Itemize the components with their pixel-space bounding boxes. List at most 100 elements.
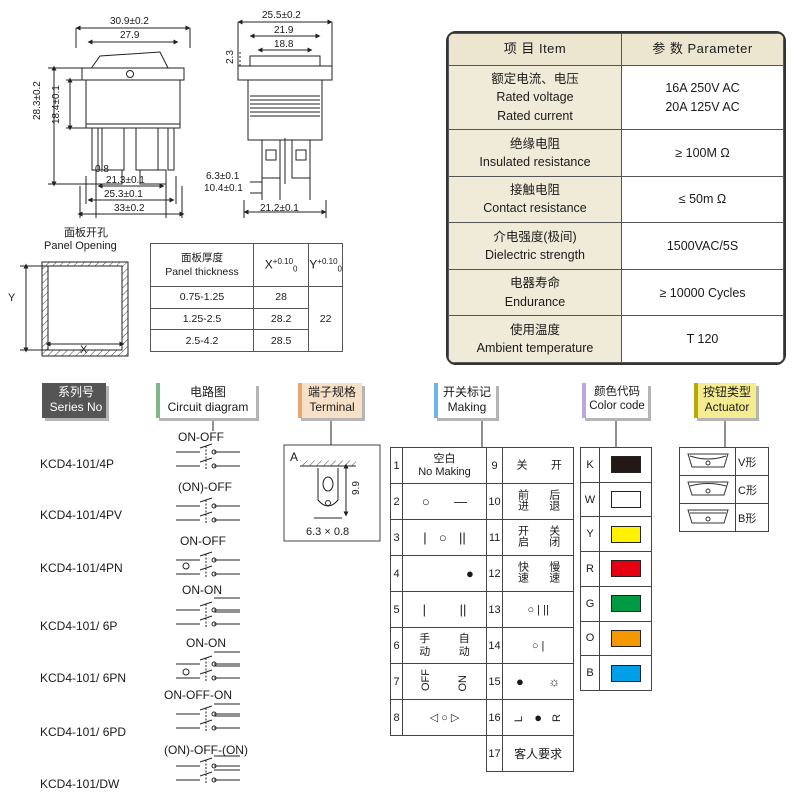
param-label-en: Endurance <box>504 294 566 309</box>
color-code: K <box>580 447 600 483</box>
category-terminal: 端子规格 Terminal <box>298 383 362 418</box>
color-swatch <box>610 629 641 647</box>
series-model: KCD4-101/ 6P <box>40 619 118 633</box>
category-terminal-en: Terminal <box>309 400 355 414</box>
panel-opening-x-label: X <box>80 344 88 356</box>
color-cell <box>599 481 652 518</box>
dim-terminal-span: 10.4±0.1 <box>204 183 243 194</box>
actuator-label: V形 <box>735 447 769 476</box>
panel-opening-title-cn: 面板开孔 <box>64 227 108 239</box>
series-model: KCD4-101/4PN <box>40 561 123 575</box>
y-tol0: 0 <box>337 264 342 274</box>
making-blank-cn: 空白 <box>433 452 456 465</box>
dim-side-width-mid: 21.9 <box>274 25 294 36</box>
terminal-height: 9.9 <box>351 481 362 495</box>
making-text: ● <box>534 710 543 725</box>
making-text: R <box>551 714 564 722</box>
circuit-label: ON-ON <box>186 636 226 650</box>
param-label-en: Ambient temperature <box>476 341 594 356</box>
color-cell <box>599 655 652 691</box>
making-text: 自动 <box>458 633 470 658</box>
param-label-en: Contact resistance <box>483 201 587 216</box>
making-text: ○ <box>421 494 430 509</box>
category-circuit: 电路图 Circuit diagram <box>156 383 256 418</box>
making-num: 7 <box>389 663 404 700</box>
actuator-c-icon <box>686 481 729 496</box>
color-swatch <box>610 595 641 613</box>
making-symbol: ○ | || <box>502 591 574 628</box>
making-text: ● <box>465 566 474 581</box>
series-model: KCD4-101/4P <box>40 457 115 471</box>
dim-pin-span-mid: 25.3±0.1 <box>104 189 143 200</box>
dim-front-width-outer: 30.9±0.2 <box>110 16 149 27</box>
making-symbol: | || <box>402 591 487 628</box>
making-num: 3 <box>389 519 404 556</box>
param-label-endurance: 电器寿命 Endurance <box>448 268 622 317</box>
series-model: KCD4-101/4PV <box>40 508 123 522</box>
param-label-dielectric: 介电强度(极间) Dielectric strength <box>448 222 622 270</box>
circuit-label: (ON)-OFF <box>178 480 232 494</box>
panel-thickness-header: 面板厚度 Panel thickness <box>150 243 254 287</box>
category-making-en: Making <box>447 400 487 414</box>
param-value-dielectric: 1500VAC/5S <box>621 222 784 270</box>
x-value-cell: 28.5 <box>252 329 310 352</box>
circuit-label: ON-OFF <box>180 534 226 548</box>
category-circuit-cn: 电路图 <box>189 385 226 399</box>
making-symbol: ○ — <box>402 483 487 520</box>
param-label-cn: 介电强度(极间) <box>493 229 577 244</box>
circuit-label: ON-ON <box>182 583 222 597</box>
param-value-rated: 16A 250V AC 20A 125V AC <box>621 65 784 130</box>
y-tolerance-header: Y+0.100 <box>308 243 343 287</box>
thickness-cell: 0.75-1.25 <box>150 286 254 309</box>
making-table: 1 空白 No Making 9 关 开 2 ○ — 10 前进 后退 3 | … <box>389 447 574 772</box>
param-label-insulation: 绝缘电阻 Insulated resistance <box>448 129 622 177</box>
color-code: R <box>580 551 600 587</box>
category-color: 颜色代码 Color code <box>582 383 648 418</box>
dim-pin-span-outer: 33±0.2 <box>114 203 145 214</box>
thickness-cell: 1.25-2.5 <box>150 307 254 331</box>
making-text: ON <box>456 674 469 692</box>
x-head: X <box>264 257 273 272</box>
making-text: L <box>513 715 526 722</box>
terminal-label: A <box>290 450 299 464</box>
color-cell <box>599 447 652 483</box>
param-label-cn: 绝缘电阻 <box>509 136 560 151</box>
color-code-table: K W Y R G O B <box>580 447 652 691</box>
making-num: 15 <box>485 663 504 700</box>
making-custom: 客人要求 <box>502 735 574 772</box>
making-num: 14 <box>485 627 504 664</box>
dim-side-width-outer: 25.5±0.2 <box>262 10 301 21</box>
making-symbol: 前进 后退 <box>502 483 574 520</box>
making-symbol: 手动 自动 <box>402 627 487 664</box>
color-code: O <box>580 620 600 657</box>
making-text: | <box>423 530 427 545</box>
param-value-endurance: ≥ 10000 Cycles <box>621 268 784 317</box>
series-model: KCD4-101/ 6PN <box>40 671 127 685</box>
making-text: 手动 <box>419 633 431 658</box>
making-symbol: ○ | <box>502 627 574 664</box>
making-text: 关闭 <box>547 525 560 547</box>
making-text: 慢速 <box>547 561 560 583</box>
making-symbol: ◁ ○ ▷ <box>402 699 487 736</box>
making-text: 快速 <box>516 561 529 583</box>
making-symbol: | ○ || <box>402 519 487 556</box>
making-num: 8 <box>389 699 404 736</box>
param-value: 16A 250V AC <box>665 81 740 96</box>
color-code: G <box>580 585 600 622</box>
making-num: 12 <box>485 555 504 592</box>
color-code: W <box>580 481 600 518</box>
category-actuator: 按钮类型 Actuator <box>694 383 756 418</box>
making-num: 10 <box>485 483 504 520</box>
actuator-shape-c <box>679 475 736 504</box>
making-text: ● <box>516 674 524 689</box>
dim-front-width-inner: 27.9 <box>120 30 140 41</box>
param-label-cn: 使用温度 <box>509 323 560 338</box>
color-swatch <box>610 560 641 578</box>
making-empty <box>391 736 403 772</box>
circuit-label: (ON)-OFF-(ON) <box>164 743 248 757</box>
making-symbol: 关 开 <box>502 447 574 484</box>
category-series: 系列号 Series No <box>42 383 106 418</box>
actuator-label: C形 <box>735 475 769 504</box>
thickness-cell: 2.5-4.2 <box>150 329 254 352</box>
